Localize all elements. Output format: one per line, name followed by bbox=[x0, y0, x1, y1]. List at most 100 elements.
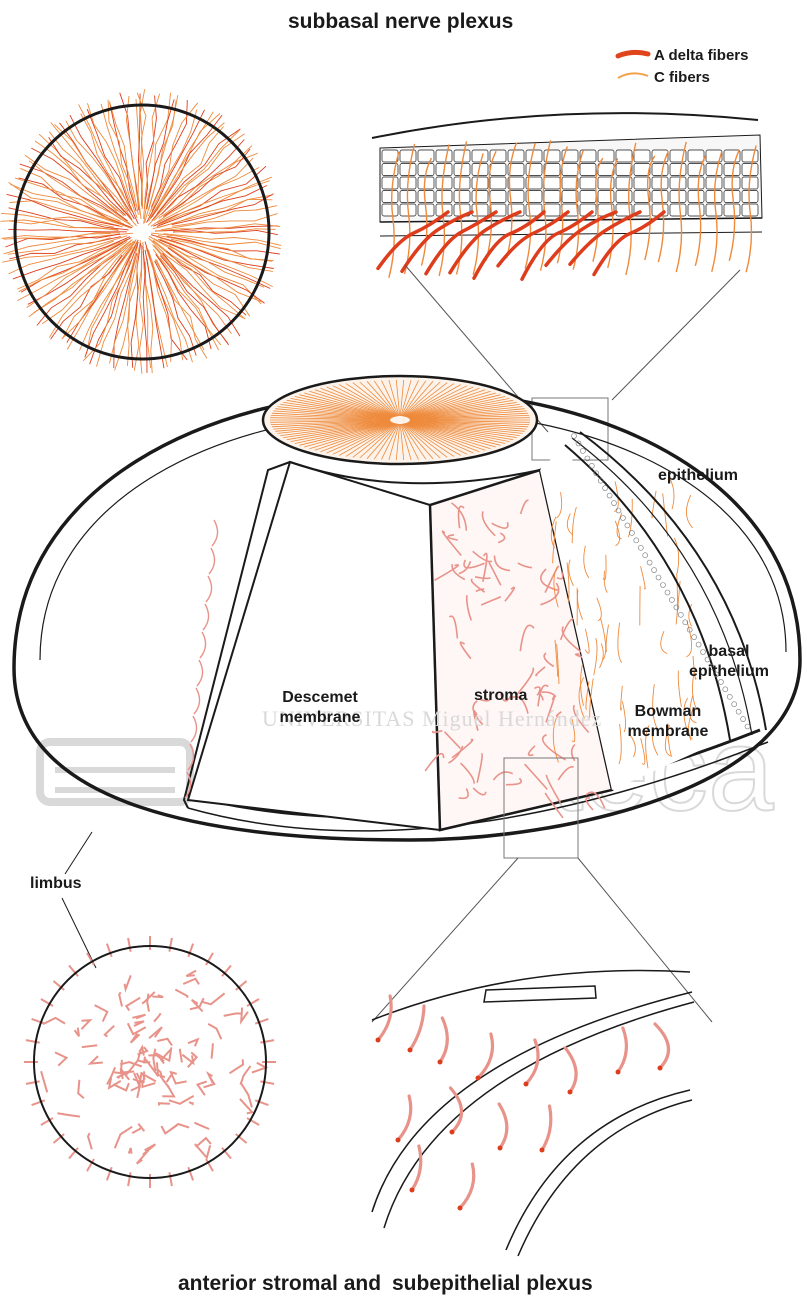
epithelial-cell bbox=[490, 164, 506, 176]
stromal-network-nerve bbox=[119, 992, 122, 1006]
radial-nerve bbox=[148, 250, 192, 363]
nerve-ending-dot bbox=[458, 1206, 463, 1211]
stromal-nerve-branch bbox=[460, 1164, 474, 1208]
stromal-network-nerve bbox=[162, 1085, 174, 1096]
epithelial-cell-dot bbox=[656, 575, 661, 580]
epithelial-cell bbox=[562, 164, 578, 176]
label-epithelium: epithelium bbox=[658, 466, 738, 486]
descemet-edge-nerve bbox=[197, 660, 203, 686]
epithelial-cell bbox=[400, 164, 416, 176]
epithelial-cell bbox=[706, 164, 722, 176]
stromal-network-nerve bbox=[183, 979, 199, 985]
label-basal-line1: basal bbox=[684, 642, 774, 662]
nerve-ending-dot bbox=[568, 1090, 573, 1095]
stromal-network-nerve bbox=[131, 1086, 140, 1097]
nerve-ending-dot bbox=[658, 1066, 663, 1071]
stromal-network-nerve bbox=[57, 1113, 80, 1116]
epithelial-cell bbox=[616, 191, 632, 203]
epithelial-cell bbox=[508, 177, 524, 189]
stromal-nerve-branch bbox=[655, 1024, 668, 1068]
subbasal-nerve bbox=[641, 566, 646, 589]
nerve-ending-dot bbox=[396, 1138, 401, 1143]
bottom-title-part2: subepithelial plexus bbox=[392, 1272, 593, 1296]
label-descemet-line1: Descemet bbox=[272, 688, 368, 708]
stromal-network-nerve bbox=[212, 1043, 213, 1058]
nerve-ending-dot bbox=[408, 1048, 413, 1053]
stromal-network-nerve bbox=[129, 1148, 132, 1154]
epithelial-cell bbox=[580, 191, 596, 203]
bottom-title-part1: anterior stromal and bbox=[178, 1272, 381, 1296]
radial-nerve bbox=[172, 206, 277, 227]
epithelial-cell bbox=[508, 150, 524, 162]
epithelial-cell bbox=[670, 191, 686, 203]
stromal-cross-section bbox=[372, 971, 694, 1256]
epithelial-cell bbox=[472, 204, 488, 216]
epithelial-cell-dot bbox=[723, 687, 728, 692]
epithelial-cell-dot bbox=[572, 434, 577, 439]
limbus-pointer-top bbox=[65, 832, 92, 874]
stromal-a-delta-fiber bbox=[594, 212, 664, 274]
descemet-edge-nerve bbox=[203, 604, 209, 630]
stromal-network-nerve bbox=[241, 1008, 248, 1022]
epithelial-cell bbox=[418, 191, 434, 203]
zoom-box-top bbox=[532, 398, 608, 460]
stromal-network-nerve bbox=[230, 1059, 244, 1073]
epithelial-cell bbox=[724, 204, 740, 216]
epithelial-cell bbox=[706, 204, 722, 216]
stromal-network-nerve bbox=[196, 1138, 211, 1147]
epithelial-cell bbox=[454, 150, 470, 162]
label-descemet-line2: membrane bbox=[272, 708, 368, 728]
label-descemet-membrane: Descemet membrane bbox=[272, 688, 368, 728]
epithelial-cell-dot bbox=[638, 545, 643, 550]
stromal-network-nerve bbox=[241, 1066, 251, 1085]
stromal-network-nerve bbox=[125, 975, 131, 989]
stromal-nerve-branch bbox=[618, 1028, 626, 1072]
subbasal-nerve bbox=[686, 495, 692, 528]
epithelial-cell bbox=[580, 164, 596, 176]
epithelial-cell bbox=[724, 150, 740, 162]
stromal-network-nerve bbox=[78, 1080, 84, 1098]
epithelial-cell-dot bbox=[634, 538, 639, 543]
stromal-nerve-branch bbox=[565, 1048, 576, 1092]
epithelial-cell bbox=[454, 177, 470, 189]
epithelial-cell bbox=[688, 204, 704, 216]
epithelial-cell bbox=[652, 164, 668, 176]
label-basal-epithelium: basal epithelium bbox=[684, 642, 774, 682]
epithelial-cell-dot bbox=[629, 530, 634, 535]
epithelial-cell bbox=[436, 150, 452, 162]
stromal-network-nerve bbox=[198, 1082, 207, 1096]
epithelial-cell bbox=[436, 177, 452, 189]
descemet-face bbox=[188, 462, 440, 830]
epithelial-cell bbox=[544, 164, 560, 176]
epithelial-cell-dot bbox=[665, 590, 670, 595]
epithelial-cell bbox=[634, 150, 650, 162]
epithelial-cell bbox=[400, 150, 416, 162]
disc-edge-nerve bbox=[26, 1040, 40, 1043]
epithelial-cell bbox=[472, 191, 488, 203]
label-bowman-line2: membrane bbox=[620, 722, 716, 742]
epithelial-cell bbox=[490, 191, 506, 203]
zoom-line-right bbox=[612, 270, 740, 400]
stromal-network-nerve bbox=[82, 1045, 97, 1047]
stromal-network-nerve bbox=[55, 1052, 67, 1065]
nerve-ending-dot bbox=[616, 1070, 621, 1075]
epithelial-cell bbox=[454, 191, 470, 203]
epithelial-cell bbox=[544, 204, 560, 216]
epithelial-cell bbox=[670, 204, 686, 216]
epithelial-cell bbox=[418, 150, 434, 162]
legend-swatches bbox=[618, 52, 648, 78]
disc-edge-nerve bbox=[169, 938, 172, 952]
epithelial-cell bbox=[526, 150, 542, 162]
stromal-network-nerve bbox=[161, 1125, 177, 1133]
epithelial-cell bbox=[742, 191, 758, 203]
stromal-network-nerve bbox=[189, 1102, 193, 1104]
epithelial-cell bbox=[742, 150, 758, 162]
epithelial-cell bbox=[382, 204, 398, 216]
stromal-network-nerve bbox=[147, 994, 149, 1012]
stromal-network-nerve bbox=[120, 1062, 142, 1066]
epithelial-cell-dot bbox=[625, 523, 630, 528]
epithelial-cell-dot bbox=[580, 448, 585, 453]
nerve-ending-dot bbox=[450, 1130, 455, 1135]
stromal-network-nerve bbox=[153, 1049, 155, 1071]
section-inner-2 bbox=[518, 1100, 692, 1256]
